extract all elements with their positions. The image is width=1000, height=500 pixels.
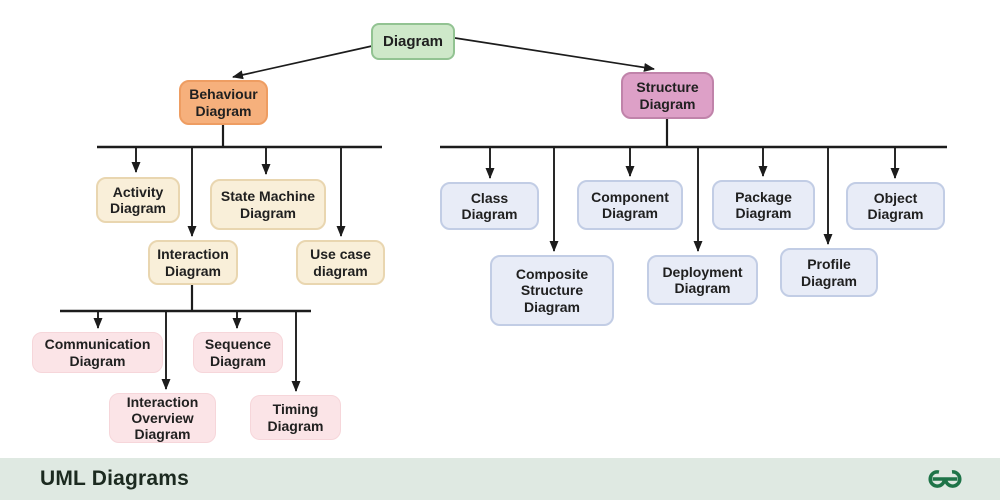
node-timing-diagram: Timing Diagram [250,395,341,440]
footer-title: UML Diagrams [40,467,190,490]
node-component-diagram: Component Diagram [577,180,683,230]
node-class-diagram: Class Diagram [440,182,539,230]
node-interaction-diagram: Interaction Diagram [148,240,238,285]
node-use-case-diagram: Use case diagram [296,240,385,285]
node-communication-diagram: Communication Diagram [32,332,163,373]
node-sequence-diagram: Sequence Diagram [193,332,283,373]
node-object-diagram: Object Diagram [846,182,945,230]
node-package-diagram: Package Diagram [712,180,815,230]
node-deployment-diagram: Deployment Diagram [647,255,758,305]
geeksforgeeks-logo [928,470,962,488]
node-composite-structure-diagram: Composite Structure Diagram [490,255,614,326]
node-structure-diagram: Structure Diagram [621,72,714,119]
node-activity-diagram: Activity Diagram [96,177,180,223]
node-behaviour-diagram: Behaviour Diagram [179,80,268,125]
node-profile-diagram: Profile Diagram [780,248,878,297]
node-diagram: Diagram [371,23,455,60]
node-interaction-overview-diagram: Interaction Overview Diagram [109,393,216,443]
node-state-machine-diagram: State Machine Diagram [210,179,326,230]
footer-bar: UML Diagrams [0,458,1000,500]
